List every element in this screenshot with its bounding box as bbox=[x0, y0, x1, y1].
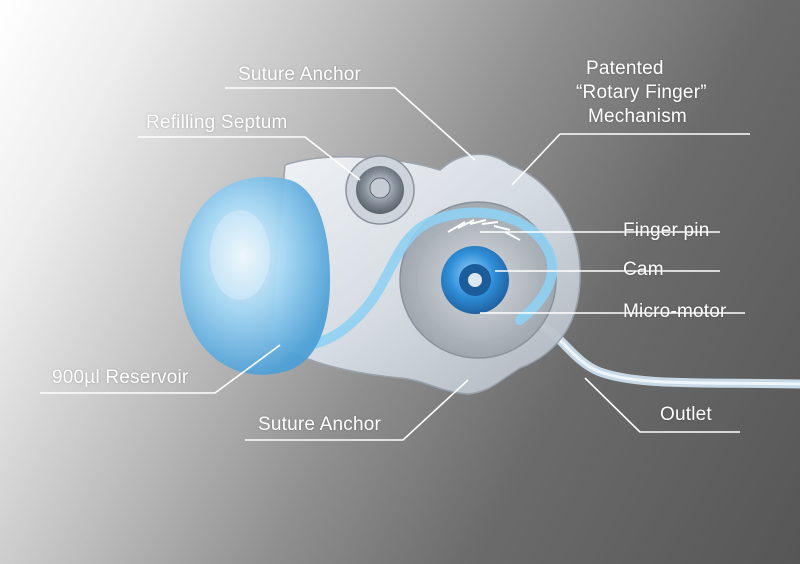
leader-outlet bbox=[584, 377, 740, 433]
leader-refilling-septum bbox=[138, 136, 361, 181]
label-patented-line1: Patented bbox=[586, 58, 664, 79]
label-cam: Cam bbox=[623, 259, 664, 280]
leader-lines bbox=[40, 87, 750, 441]
leader-reservoir bbox=[40, 344, 281, 394]
label-finger-pin: Finger pin bbox=[623, 220, 710, 241]
leader-suture-anchor-top bbox=[225, 87, 476, 161]
label-suture-anchor-top: Suture Anchor bbox=[238, 64, 362, 85]
internal-tubing bbox=[275, 207, 558, 352]
leader-patented-mechanism bbox=[511, 133, 750, 186]
reservoir bbox=[180, 176, 330, 375]
refilling-septum bbox=[345, 155, 415, 225]
label-outlet: Outlet bbox=[660, 404, 712, 425]
label-patented-line2: “Rotary Finger” bbox=[576, 82, 707, 103]
leader-suture-anchor-bottom bbox=[245, 379, 469, 441]
label-reservoir: 900µl Reservoir bbox=[52, 367, 189, 388]
label-micro-motor: Micro-motor bbox=[623, 301, 727, 322]
label-suture-anchor-bottom: Suture Anchor bbox=[258, 414, 382, 435]
label-refilling-septum: Refilling Septum bbox=[146, 112, 288, 133]
cam bbox=[441, 246, 509, 314]
label-patented-line3: Mechanism bbox=[588, 106, 687, 127]
